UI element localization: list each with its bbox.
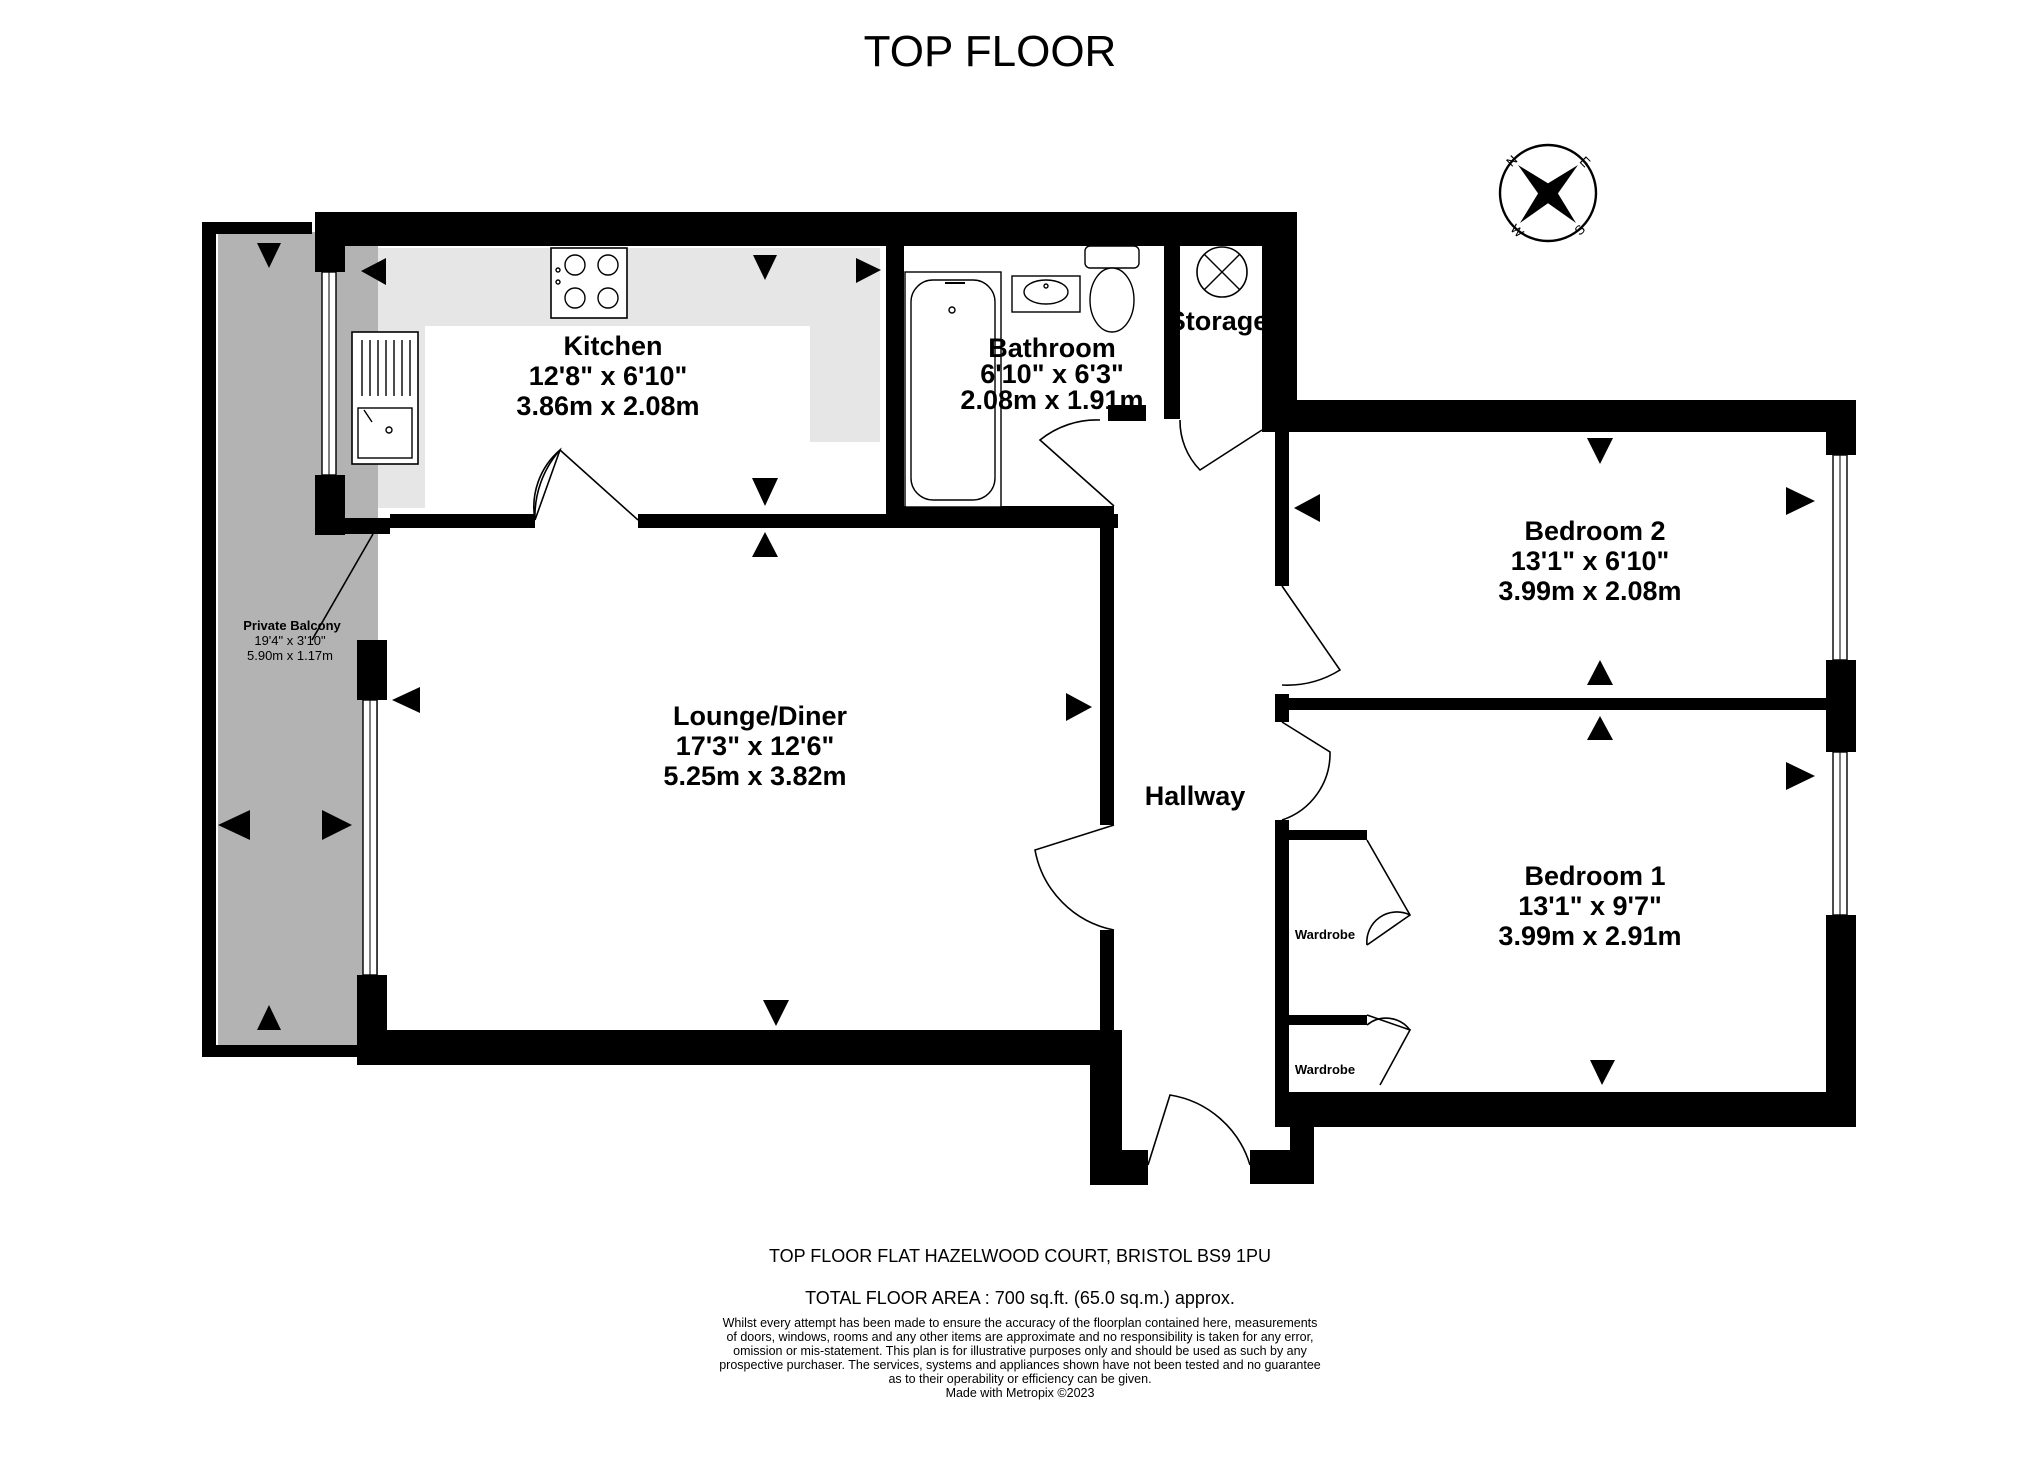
room-wardrobe-upper: Wardrobe (1295, 927, 1355, 942)
room-bedroom-2: Bedroom 2 13'1" x 6'10" 3.99m x 2.08m (1498, 516, 1681, 606)
footer-disclaimer-line: as to their operability or efficiency ca… (888, 1372, 1151, 1386)
kitchen-imperial: 12'8" x 6'10" (529, 361, 688, 391)
lounge-imperial: 17'3" x 12'6" (676, 731, 835, 761)
storage-name: Storage (1168, 306, 1269, 336)
bathroom-metric: 2.08m x 1.91m (960, 385, 1143, 415)
walls (202, 212, 1856, 1185)
sink-icon (351, 331, 419, 465)
bedroom1-metric: 3.99m x 2.91m (1498, 921, 1681, 951)
room-lounge-diner: Lounge/Diner 17'3" x 12'6" 5.25m x 3.82m (663, 701, 847, 791)
doors (311, 419, 1412, 1166)
wardrobe-upper-name: Wardrobe (1295, 927, 1355, 942)
lounge-name: Lounge/Diner (673, 701, 847, 731)
toilet-icon (1084, 245, 1140, 333)
floor-title: TOP FLOOR (864, 27, 1117, 76)
lounge-metric: 5.25m x 3.82m (663, 761, 846, 791)
room-storage: Storage (1168, 306, 1269, 336)
bathroom-name: Bathroom (988, 333, 1116, 363)
windows (321, 271, 1848, 976)
kitchen-metric: 3.86m x 2.08m (516, 391, 699, 421)
bathroom-imperial: 6'10" x 6'3" (980, 359, 1124, 389)
footer-address: TOP FLOOR FLAT HAZELWOOD COURT, BRISTOL … (769, 1246, 1271, 1266)
bedroom1-imperial: 13'1" x 9'7" (1518, 891, 1662, 921)
dimension-arrows (218, 243, 1815, 1085)
balcony-imperial: 19'4" x 3'10" (254, 633, 326, 648)
room-private-balcony: Private Balcony 19'4" x 3'10" 5.90m x 1.… (243, 618, 341, 663)
balcony-metric: 5.90m x 1.17m (247, 648, 333, 663)
wardrobe-lower-name: Wardrobe (1295, 1062, 1355, 1077)
kitchen-worktop (342, 248, 880, 508)
boiler-icon (1196, 246, 1248, 298)
room-hallway: Hallway (1145, 781, 1246, 811)
footer-credit: Made with Metropix ©2023 (946, 1386, 1095, 1400)
footer-disclaimer-line: omission or mis-statement. This plan is … (733, 1344, 1307, 1358)
bedroom2-name: Bedroom 2 (1524, 516, 1665, 546)
footer: TOP FLOOR FLAT HAZELWOOD COURT, BRISTOL … (719, 1246, 1321, 1400)
footer-disclaimer-line: prospective purchaser. The services, sys… (719, 1358, 1321, 1372)
room-kitchen: Kitchen 12'8" x 6'10" 3.86m x 2.08m (516, 331, 699, 421)
hob-icon (550, 247, 628, 319)
bedroom2-metric: 3.99m x 2.08m (1498, 576, 1681, 606)
bath-icon (904, 271, 1002, 508)
room-bathroom: Bathroom 6'10" x 6'3" 2.08m x 1.91m (960, 333, 1143, 415)
bedroom2-imperial: 13'1" x 6'10" (1511, 546, 1670, 576)
footer-disclaimer-line: of doors, windows, rooms and any other i… (726, 1330, 1313, 1344)
footer-disclaimer-line: Whilst every attempt has been made to en… (723, 1316, 1318, 1330)
room-bedroom-1: Bedroom 1 13'1" x 9'7" 3.99m x 2.91m (1498, 861, 1681, 951)
basin-icon (1011, 275, 1081, 313)
room-wardrobe-lower: Wardrobe (1295, 1062, 1355, 1077)
bedroom1-name: Bedroom 1 (1524, 861, 1665, 891)
compass-icon: N E S W (1498, 143, 1598, 243)
kitchen-name: Kitchen (563, 331, 662, 361)
balcony-name: Private Balcony (243, 618, 341, 633)
footer-total-area: TOTAL FLOOR AREA : 700 sq.ft. (65.0 sq.m… (805, 1288, 1235, 1308)
hallway-name: Hallway (1145, 781, 1246, 811)
